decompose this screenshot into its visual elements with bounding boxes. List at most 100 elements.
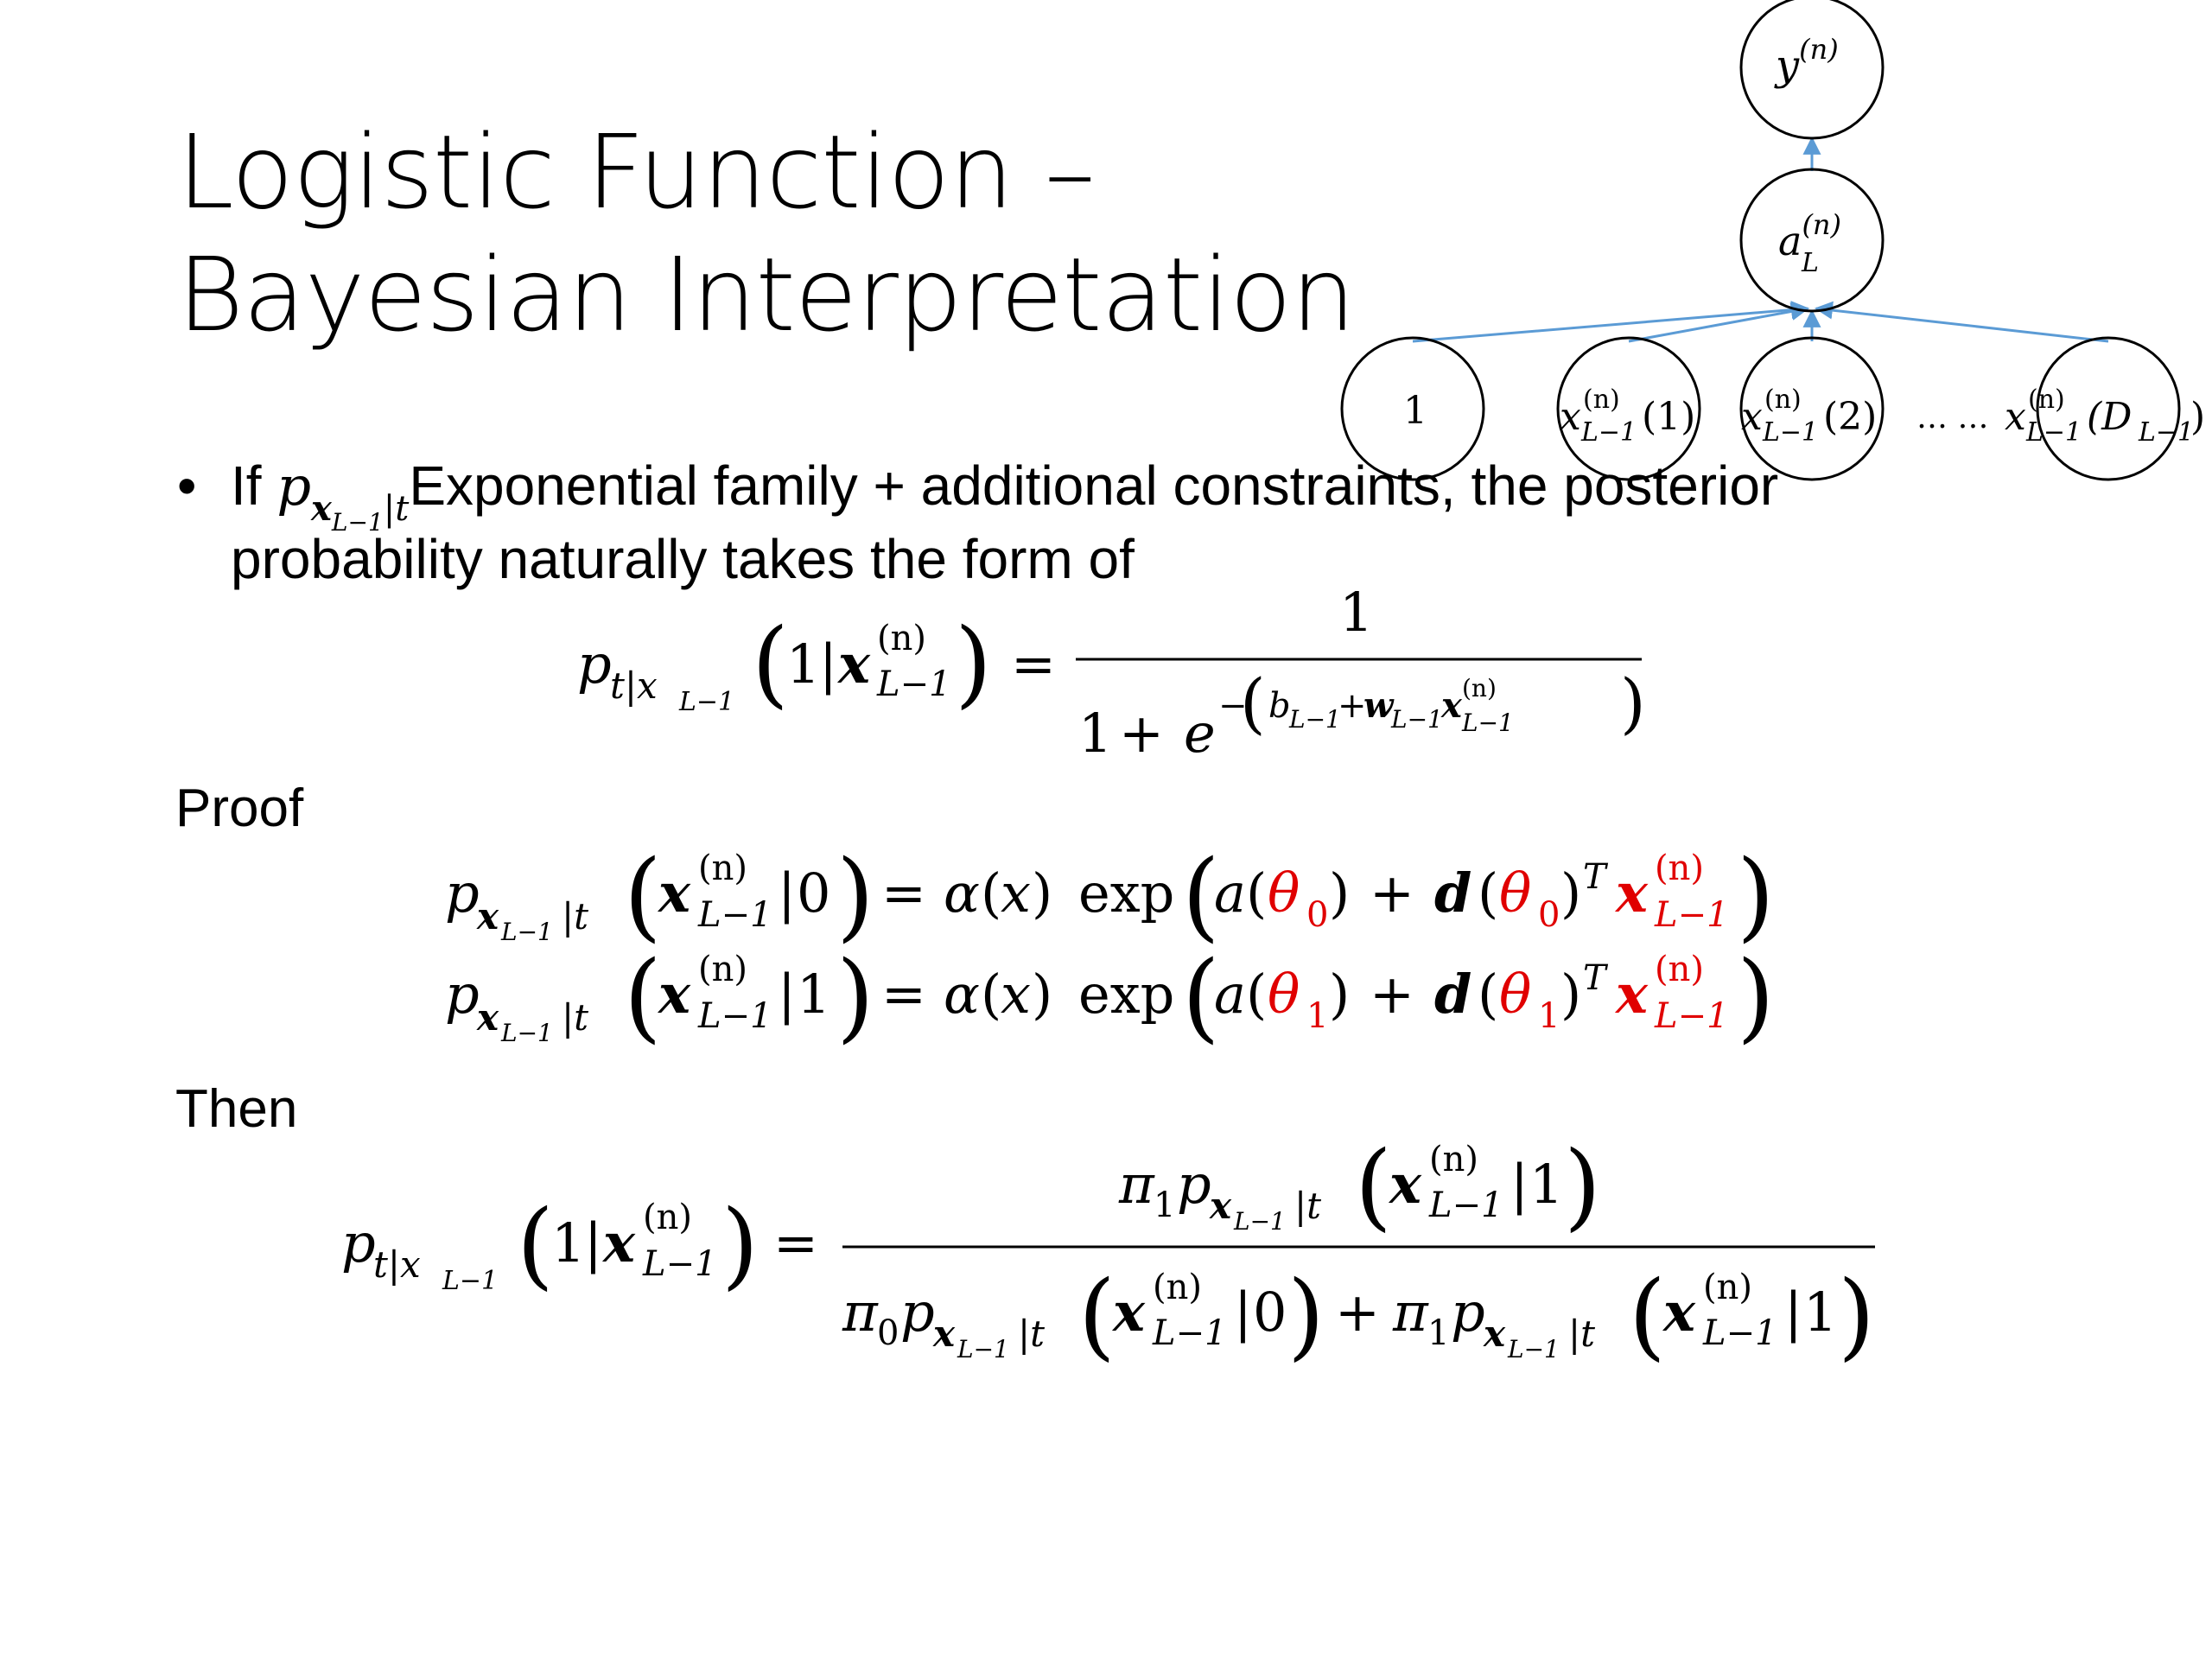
svg-text:L−1: L−1 (1461, 709, 1514, 737)
svg-text:(: ( (1246, 963, 1267, 1026)
svg-text:|: | (584, 1211, 602, 1274)
svg-text:): ) (1620, 664, 1646, 741)
svg-text:(: ( (752, 607, 789, 718)
svg-text:a: a (1214, 861, 1246, 925)
svg-text:x: x (1614, 861, 1649, 925)
bullet-p-sub-t: |t (383, 489, 410, 529)
svg-text:α: α (944, 861, 980, 925)
bullet-line: •If pxL−1|tExponential family + addition… (177, 454, 1778, 537)
svg-text:−: − (1218, 686, 1248, 726)
svg-text:L−1: L−1 (500, 918, 553, 946)
svg-text:(n): (n) (1764, 385, 1802, 415)
svg-text:(: ( (1078, 1260, 1116, 1370)
node-input-2 (1739, 336, 1885, 481)
svg-text:|: | (778, 861, 796, 925)
equation-bayes-posterior: p t|x L−1 ( 1 | x (n) L−1 ) = π 1 p x L−… (341, 1130, 1875, 1370)
svg-text:x: x (2005, 395, 2026, 439)
svg-text:p: p (445, 963, 480, 1026)
svg-text:p: p (1451, 1281, 1485, 1344)
svg-text:θ: θ (1499, 963, 1531, 1026)
node-bias-label: 1 (1403, 389, 1427, 433)
equation-proof-class0: p x L−1 |t ( x (n) L−1 | 0 ) = α ( x ) e… (445, 840, 1775, 952)
svg-text:d: d (1434, 963, 1471, 1026)
svg-text:(: ( (1246, 861, 1267, 925)
svg-text:): ) (1032, 861, 1052, 925)
svg-text:): ) (955, 607, 992, 718)
svg-text:(: ( (981, 963, 1001, 1026)
svg-text:(n): (n) (698, 849, 747, 888)
bullet-p-sub-L1: L−1 (331, 508, 384, 537)
svg-text:): ) (1329, 963, 1350, 1026)
node-input-1-label: x (n) L−1 (1) (1560, 385, 1695, 448)
svg-text:L−1: L−1 (2025, 417, 2082, 448)
svg-text:p: p (341, 1211, 376, 1274)
svg-text:x: x (601, 1211, 636, 1274)
svg-text:θ: θ (1499, 861, 1531, 925)
svg-text:(: ( (1629, 1260, 1666, 1370)
svg-text:π: π (1118, 1153, 1155, 1216)
svg-text:L−1: L−1 (1428, 1185, 1503, 1225)
node-output (1739, 0, 1885, 140)
svg-text:): ) (2190, 395, 2205, 439)
svg-text:(: ( (1478, 861, 1498, 925)
svg-text:1: 1 (1078, 702, 1112, 765)
svg-text:α: α (944, 963, 980, 1026)
svg-text:L−1: L−1 (678, 687, 734, 717)
svg-text:1: 1 (797, 963, 830, 1026)
svg-text:0: 0 (1253, 1281, 1287, 1344)
svg-text:p: p (900, 1281, 935, 1344)
slide-title: Logistic Function – Bayesian Interpretat… (177, 111, 1356, 356)
svg-text:x: x (1662, 1281, 1696, 1344)
svg-text:L−1: L−1 (1654, 996, 1729, 1036)
svg-text:(D: (D (2087, 395, 2132, 439)
svg-text:T: T (1583, 857, 1609, 897)
diagram-ellipsis: … … (1916, 400, 1988, 435)
svg-text:x: x (1001, 963, 1031, 1026)
svg-text:(: ( (1182, 941, 1220, 1053)
edge-inputD-to-activation (1814, 301, 2109, 343)
svg-text:x: x (476, 895, 499, 938)
svg-text:L−1: L−1 (1702, 1313, 1777, 1353)
svg-text:(n): (n) (1655, 849, 1704, 888)
svg-text:(1): (1) (1642, 395, 1695, 439)
svg-text:p: p (1177, 1153, 1211, 1216)
svg-text:(n): (n) (1153, 1268, 1202, 1307)
svg-text:): ) (836, 941, 874, 1053)
svg-text:(: ( (517, 1189, 554, 1300)
svg-text:1: 1 (1538, 996, 1560, 1036)
bullet-prefix: If (231, 454, 262, 517)
svg-text:(: ( (624, 840, 662, 952)
svg-text:L−1: L−1 (1390, 705, 1443, 734)
svg-text:L−1: L−1 (1233, 1207, 1286, 1236)
proof-label: Proof (175, 779, 304, 838)
svg-text:L−1: L−1 (876, 664, 951, 704)
svg-text:|t: |t (1568, 1313, 1595, 1355)
svg-text:|t: |t (562, 895, 588, 938)
svg-text:L−1: L−1 (1507, 1335, 1560, 1363)
node-output-label: y(n) (1774, 33, 1839, 90)
svg-text:(: ( (624, 941, 662, 1053)
bullet-dot: • (177, 454, 197, 517)
svg-text:x: x (1483, 1313, 1506, 1355)
svg-text:|t: |t (1018, 1313, 1045, 1355)
svg-text:x: x (657, 861, 691, 925)
svg-text:π: π (1392, 1281, 1429, 1344)
edge-input1-to-activation (1628, 302, 1810, 343)
bullet-p-symbol: p (276, 454, 312, 518)
svg-text:(n): (n) (1429, 1140, 1478, 1179)
svg-text:L−1: L−1 (1762, 417, 1818, 448)
svg-text:|t: |t (562, 996, 588, 1039)
svg-text:(n): (n) (2028, 385, 2065, 415)
svg-text:b: b (1268, 686, 1291, 726)
svg-text:(: ( (1478, 963, 1498, 1026)
svg-text:1: 1 (786, 632, 820, 696)
bullet-text: Exponential family + additional constrai… (409, 454, 1779, 517)
svg-text:L−1: L−1 (1152, 1313, 1227, 1353)
svg-text:(n): (n) (698, 950, 747, 989)
svg-text:1: 1 (1427, 1313, 1449, 1353)
svg-text:): ) (836, 840, 874, 952)
svg-text:x: x (657, 963, 691, 1026)
equation-posterior-sigmoid: p t|x L−1 ( 1 | x (n) L−1 ) = 1 1 + e − … (577, 581, 1646, 765)
svg-text:x: x (1001, 861, 1031, 925)
